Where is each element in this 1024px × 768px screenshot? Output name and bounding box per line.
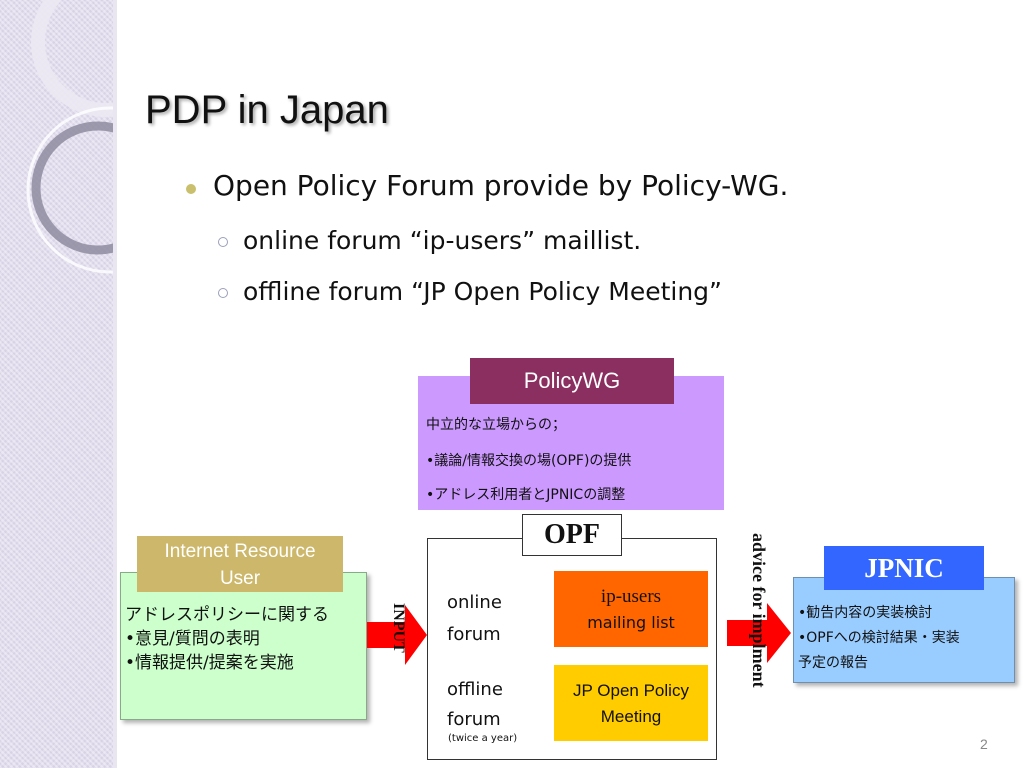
bullet-ring-icon bbox=[218, 288, 228, 298]
offline-forum-label: offline forum bbox=[447, 679, 503, 730]
jpnic-line1: •勧告内容の実装検討 bbox=[798, 605, 933, 621]
ip-users-subtitle: mailing list bbox=[587, 613, 675, 632]
ip-users-box: ip-users mailing list bbox=[554, 571, 708, 647]
online-forum-label: online forum bbox=[447, 592, 502, 645]
decorative-circles bbox=[26, 0, 113, 274]
bullet-ring-icon bbox=[218, 237, 228, 247]
policywg-line2: •議論/情報交換の場(OPF)の提供 bbox=[426, 453, 632, 469]
jpnic-label: JPNIC bbox=[824, 546, 984, 590]
bullet-main: Open Policy Forum provide by Policy-WG. bbox=[213, 169, 789, 202]
advice-arrow-label: advice for implment bbox=[749, 533, 769, 688]
policywg-label: PolicyWG bbox=[470, 358, 674, 404]
input-arrow-label: INPUT bbox=[390, 603, 407, 653]
decorative-side-band bbox=[0, 0, 113, 768]
band-edge bbox=[113, 0, 117, 768]
jpnic-box: •勧告内容の実装検討 •OPFへの検討結果・実装 予定の報告 bbox=[793, 577, 1015, 683]
ip-users-title: ip-users bbox=[600, 586, 662, 607]
jpnic-line3: 予定の報告 bbox=[798, 655, 868, 671]
user-box-text: アドレスポリシーに関する •意見/質問の表明 •情報提供/提案を実施 bbox=[125, 605, 329, 673]
twice-a-year-note: (twice a year) bbox=[448, 733, 518, 744]
internet-resource-user-box: アドレスポリシーに関する •意見/質問の表明 •情報提供/提案を実施 bbox=[120, 572, 367, 720]
bullet-dot-icon bbox=[186, 184, 196, 194]
policywg-line3: •アドレス利用者とJPNICの調整 bbox=[426, 487, 626, 503]
jp-open-policy-meeting-box: JP Open Policy Meeting bbox=[554, 665, 708, 741]
opf-label: OPF bbox=[522, 514, 622, 556]
jpnic-line2: •OPFへの検討結果・実装 bbox=[798, 630, 960, 646]
page-number: 2 bbox=[980, 736, 988, 752]
input-arrow-icon bbox=[367, 605, 427, 665]
bullet-sub-online: online forum “ip-users” maillist. bbox=[243, 226, 642, 255]
bullet-sub-offline: offline forum “JP Open Policy Meeting” bbox=[243, 277, 723, 306]
slide-title: PDP in Japan bbox=[145, 88, 389, 132]
policywg-line1: 中立的な立場からの； bbox=[426, 417, 566, 433]
advice-arrow-icon bbox=[727, 603, 791, 663]
internet-resource-user-label: Internet Resource User bbox=[137, 536, 343, 592]
